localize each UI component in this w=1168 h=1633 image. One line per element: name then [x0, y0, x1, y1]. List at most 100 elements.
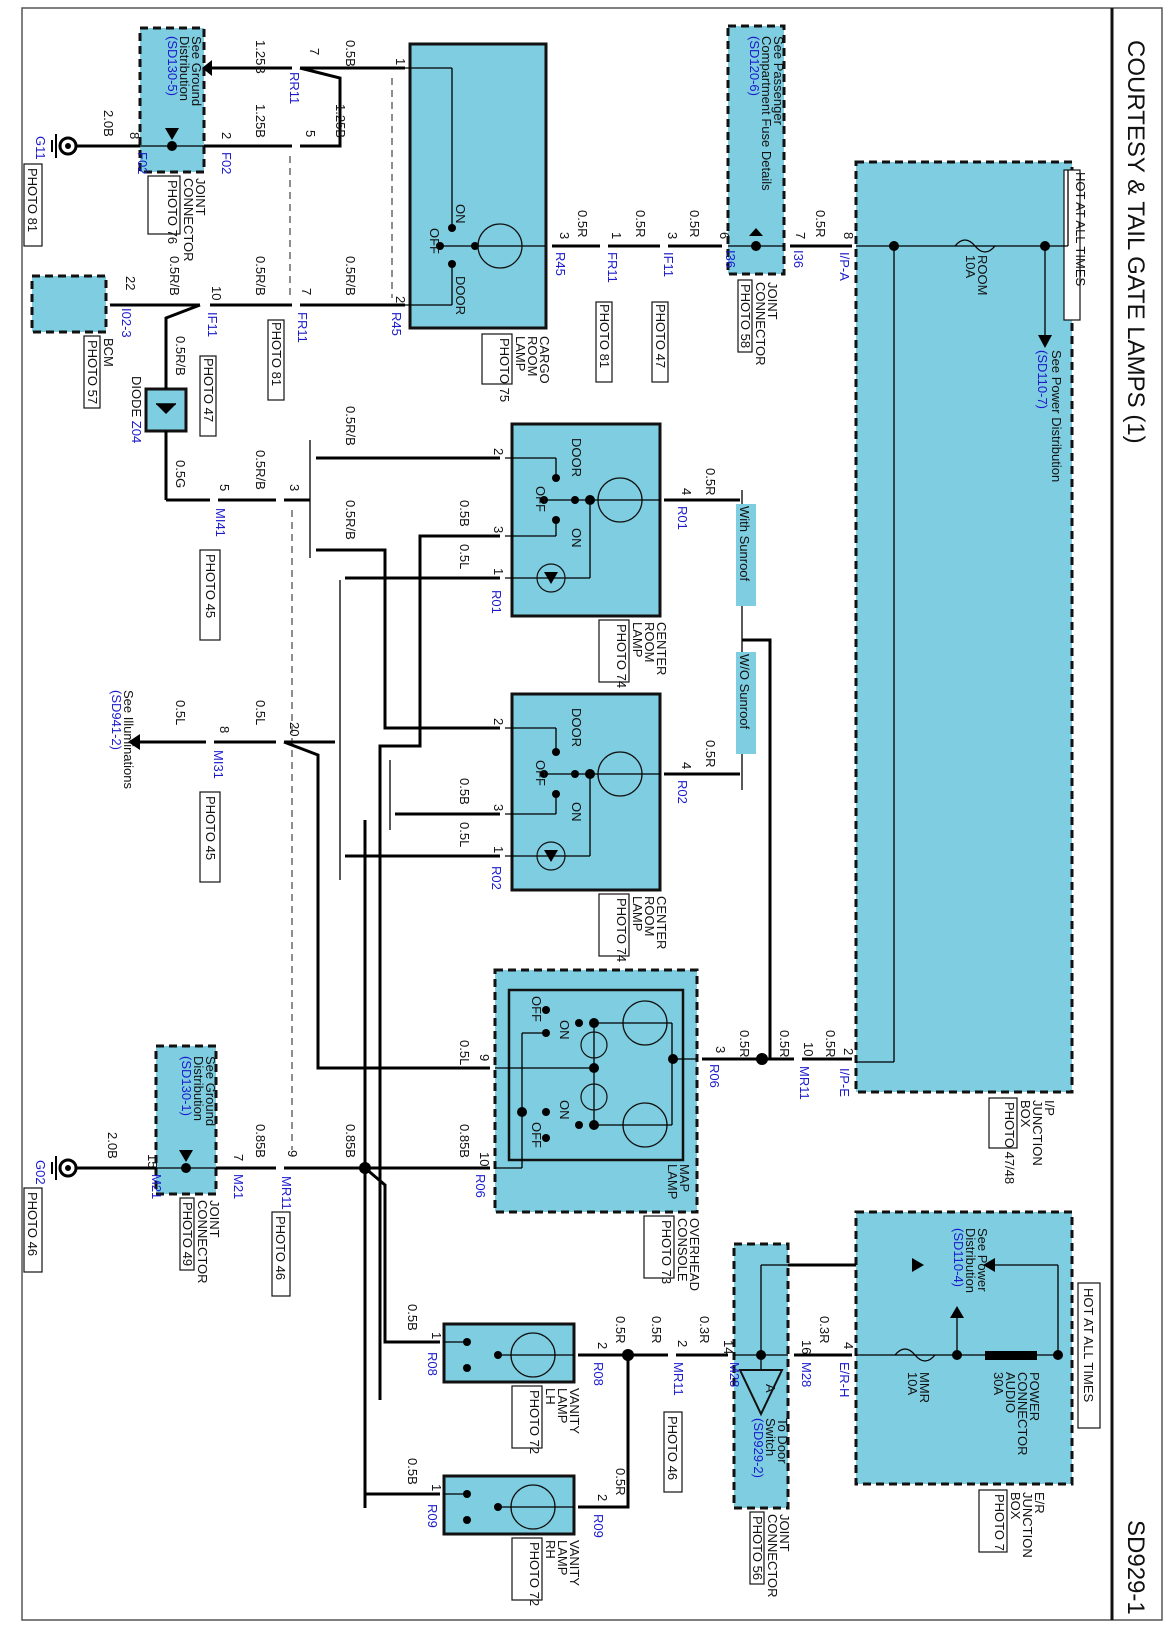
if11b-photo[interactable]: PHOTO 47 [201, 358, 216, 422]
mr11a-pin: 10 [801, 1042, 816, 1056]
vlh-photo[interactable]: PHOTO 72 [527, 1390, 542, 1454]
i36-ref-1: See Passenger [771, 36, 786, 126]
mr11b-photo[interactable]: PHOTO 46 [273, 1216, 288, 1280]
mmr-fuse-label: MMR [917, 1372, 932, 1403]
i36-ref-link[interactable]: (SD120-6) [747, 36, 762, 96]
vanity-lamp-rh: VANITY LAMP RH PHOTO 72 1 R09 2 R09 [425, 1474, 610, 1606]
fr11b-photo[interactable]: PHOTO 81 [269, 322, 284, 386]
fr11a-photo[interactable]: PHOTO 81 [597, 304, 612, 368]
wire-label: 0.5R [703, 468, 718, 495]
er-jb-name-1: E/R [1032, 1492, 1047, 1514]
vlh-name-1: VANITY [567, 1388, 582, 1434]
c1-name-3: LAMP [630, 622, 645, 657]
console-name-2: CONSOLE [675, 1218, 690, 1282]
m28-ref-2: Switch [763, 1418, 778, 1456]
map-pin-9: 9 [477, 1054, 492, 1061]
c2-name-1: CENTER [654, 896, 669, 949]
ground-g11: G11 PHOTO 81 2.0B [23, 110, 140, 247]
mi31-pin-b: 20 [287, 722, 302, 736]
diode-name: DIODE [129, 376, 144, 418]
f02-name-1: JOINT [193, 178, 208, 216]
wire-label: 0.5R [813, 210, 828, 237]
mr11c-pin: 2 [675, 1340, 690, 1347]
mr11c-photo[interactable]: PHOTO 46 [665, 1416, 680, 1480]
wire-label: 0.5R [633, 210, 648, 237]
vrh-pin-2: 2 [595, 1494, 610, 1501]
joint-connector-m21: See Ground Distribution (SD130-1) JOINT … [145, 1044, 246, 1284]
g11-photo[interactable]: PHOTO 81 [25, 168, 40, 232]
wire-label: 0.5R [613, 1468, 628, 1495]
er-ref-link[interactable]: (SD110-4) [951, 1228, 966, 1287]
if11a-pin: 3 [665, 232, 680, 239]
m28-ref-link[interactable]: (SD929-2) [751, 1418, 766, 1478]
wire-gauge-labels: 1.25B 0.5B 1.25B 1.25B 0.5R/B 0.5R/B 0.5… [167, 40, 838, 1495]
m21-photo[interactable]: PHOTO 49 [180, 1202, 195, 1266]
i36-name-1: JOINT [765, 282, 780, 320]
wire-label: 0.5L [253, 700, 268, 725]
c1-off: OFF [533, 486, 548, 512]
cargo-on: ON [453, 204, 468, 224]
wire-label: 0.5L [173, 700, 188, 725]
ip-e-connector-code: I/P-E [837, 1068, 852, 1097]
wire-label: 0.5B [457, 778, 472, 805]
door-switch-marker-icon [738, 1369, 784, 1417]
cargo-name-2: ROOM [525, 336, 540, 376]
bcm-conn: I02-3 [119, 308, 134, 338]
wire-label: 0.5R/B [253, 450, 268, 490]
mi41-photo[interactable]: PHOTO 45 [203, 554, 218, 618]
er-jb-photo[interactable]: PHOTO 7 [992, 1494, 1007, 1551]
m21-ref-link[interactable]: (SD130-1) [179, 1056, 194, 1116]
led-icon [536, 563, 566, 593]
wire-label: 0.5L [457, 544, 472, 569]
c1-conn-b: R01 [489, 590, 504, 614]
ip-power-ref-link[interactable]: (SD110-7) [1035, 350, 1050, 409]
m21-ref-1: See Ground [203, 1056, 218, 1126]
c2-photo[interactable]: PHOTO 74 [614, 898, 629, 962]
er-arrow-left-icon [983, 1258, 995, 1272]
map-conn-b: R06 [473, 1174, 488, 1198]
vanity-lamp-lh: VANITY LAMP LH PHOTO 72 1 R08 2 R08 [425, 1322, 610, 1454]
vrh-photo[interactable]: PHOTO 72 [527, 1542, 542, 1606]
m28-pin-out: 14 [721, 1340, 736, 1354]
bulb-icon [477, 223, 523, 269]
f02-photo[interactable]: PHOTO 76 [165, 180, 180, 244]
c2-pin-4: 4 [679, 762, 694, 769]
ip-junction-box-body [854, 160, 1074, 1094]
f02-code-b: F02 [219, 152, 234, 174]
vrh-conn-b: R09 [591, 1514, 606, 1538]
illumination-ref-arrow-icon [128, 734, 140, 750]
map-on-1: ON [557, 1020, 572, 1040]
cargo-photo[interactable]: PHOTO 75 [497, 338, 512, 402]
fr11b-pin: 7 [299, 288, 314, 295]
f02-ref-link[interactable]: (SD130-5) [165, 36, 180, 96]
bcm-pin: 22 [123, 276, 138, 290]
g02-photo[interactable]: PHOTO 46 [25, 1192, 40, 1256]
i36-photo[interactable]: PHOTO 58 [738, 284, 753, 348]
wire-label: 1.25B [253, 104, 268, 138]
vrh-name-3: RH [543, 1540, 558, 1559]
i36-code-a: I36 [723, 250, 738, 268]
ip-a-connector-code: I/P-A [837, 252, 852, 281]
map-photo[interactable]: PHOTO 73 [659, 1220, 674, 1284]
ip-jb-photo[interactable]: PHOTO 47/48 [1002, 1102, 1017, 1184]
c1-conn-a: R01 [675, 506, 690, 530]
wire-label: 0.5B [343, 40, 358, 67]
if11a-photo[interactable]: PHOTO 47 [653, 304, 668, 368]
er-ref-2: Distribution [963, 1228, 978, 1293]
bcm-photo[interactable]: PHOTO 57 [85, 340, 100, 404]
i36-ref-2: Compartment Fuse Details [759, 36, 774, 191]
cargo-room-lamp-body [408, 42, 548, 330]
map-conn-a: R06 [707, 1064, 722, 1088]
fr11a-code: FR11 [605, 252, 620, 283]
with-sunroof-label: With Sunroof [737, 506, 752, 582]
console-name-1: OVERHEAD [687, 1218, 702, 1291]
illum-ref-link[interactable]: (SD941-2) [109, 690, 124, 750]
m28-photo[interactable]: PHOTO 56 [750, 1516, 765, 1580]
er-jb-name-3: BOX [1008, 1492, 1023, 1520]
c2-off: OFF [533, 760, 548, 786]
mi31-photo[interactable]: PHOTO 45 [203, 796, 218, 860]
f02-ref-2: Distribution [177, 36, 192, 101]
wire-label: 0.5R [823, 1030, 838, 1057]
m28-name-1: JOINT [777, 1514, 792, 1552]
c1-photo[interactable]: PHOTO 74 [614, 624, 629, 688]
